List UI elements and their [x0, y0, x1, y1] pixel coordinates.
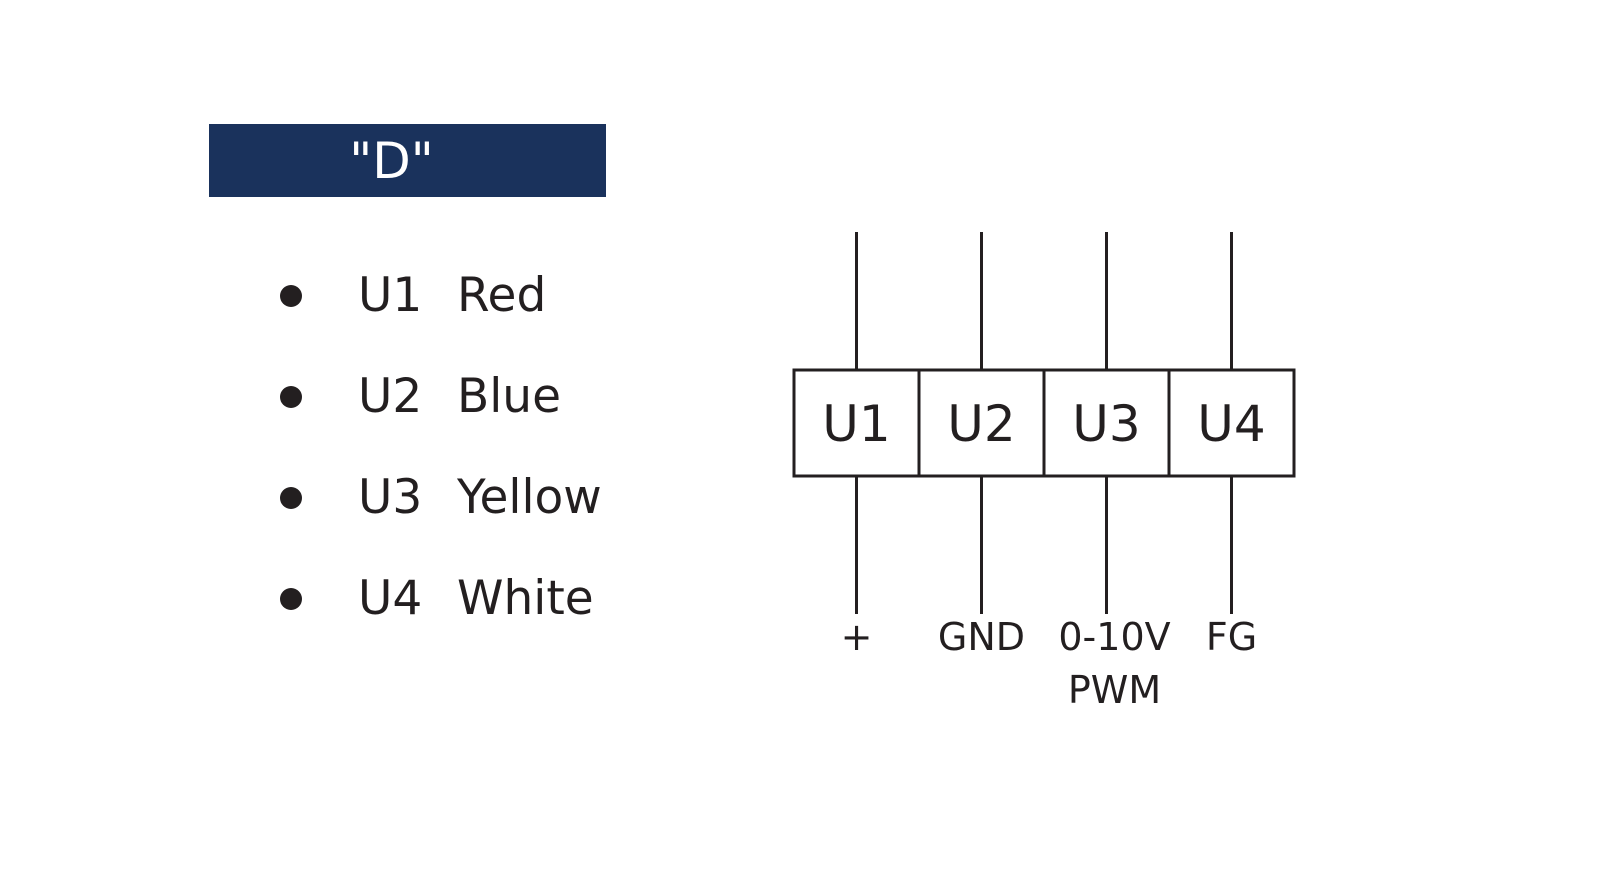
- legend-code: U2: [358, 369, 423, 424]
- signal-label: FG: [1206, 615, 1257, 659]
- bullet-icon: [280, 588, 302, 610]
- header-banner: "D": [209, 124, 606, 197]
- legend-item: U1 Red: [280, 268, 602, 369]
- terminal-label: U3: [1072, 395, 1140, 453]
- legend-item: U4 White: [280, 571, 602, 672]
- signal-label: PWM: [1068, 668, 1161, 712]
- signal-label: +: [841, 615, 873, 659]
- terminal-label: U4: [1197, 395, 1265, 453]
- legend-color-name: Blue: [457, 369, 562, 424]
- wire-color-legend: U1 Red U2 Blue U3 Yellow U4 White: [280, 268, 602, 672]
- legend-item: U2 Blue: [280, 369, 602, 470]
- signal-label: GND: [938, 615, 1025, 659]
- bullet-icon: [280, 487, 302, 509]
- terminal-label: U1: [822, 395, 890, 453]
- bullet-icon: [280, 386, 302, 408]
- legend-color-name: White: [457, 571, 594, 626]
- legend-code: U4: [358, 571, 423, 626]
- bullet-icon: [280, 285, 302, 307]
- signal-label: 0-10V: [1058, 615, 1170, 659]
- legend-code: U3: [358, 470, 423, 525]
- header-title: "D": [349, 131, 434, 190]
- terminal-label: U2: [947, 395, 1015, 453]
- legend-item: U3 Yellow: [280, 470, 602, 571]
- legend-color-name: Yellow: [457, 470, 602, 525]
- legend-code: U1: [358, 268, 423, 323]
- legend-color-name: Red: [457, 268, 547, 323]
